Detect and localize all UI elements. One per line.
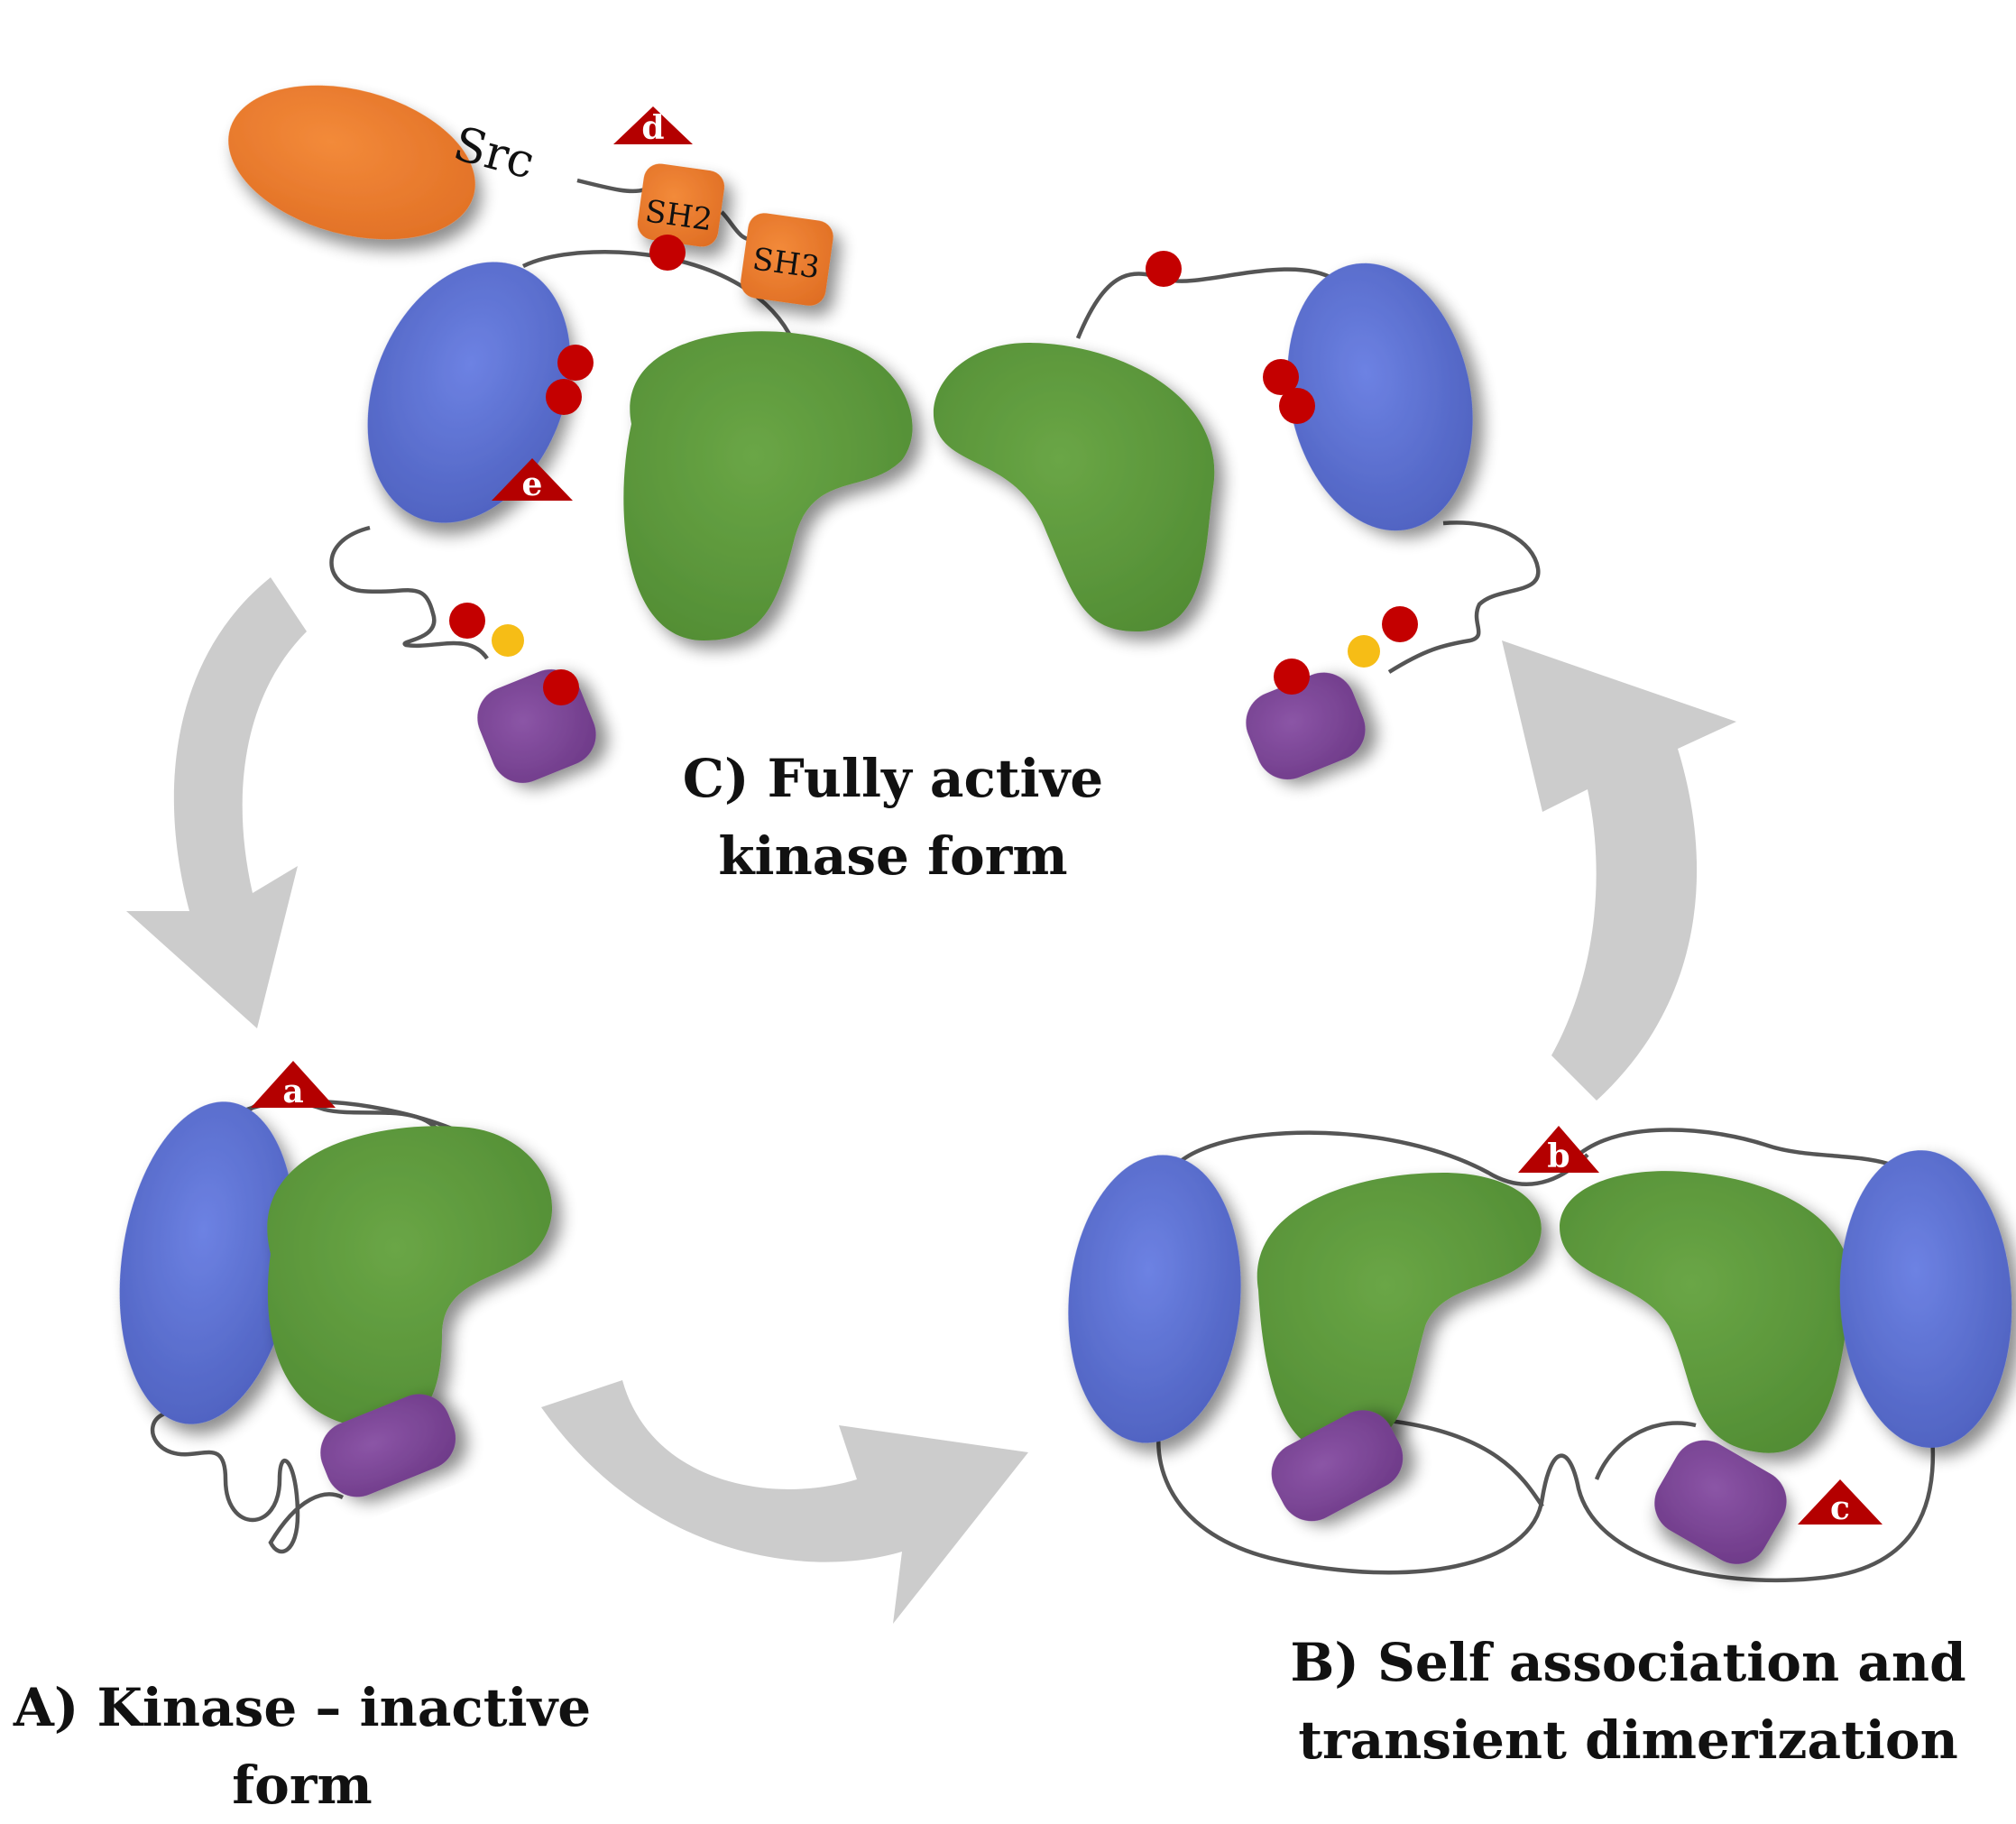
caption-b: B) Self association and transient dimeri… — [1245, 1624, 2011, 1779]
linker-b-bottom — [1156, 1396, 1936, 1583]
caption-a-line1: A) Kinase – inactive — [13, 1677, 592, 1738]
caption-c: C) Fully active kinase form — [613, 740, 1173, 895]
phospho-dots — [449, 235, 1418, 705]
green-domain-b-right — [1560, 1171, 1852, 1453]
marker-e — [492, 458, 573, 501]
linker-c-right-bottom — [1387, 520, 1541, 674]
src-domain — [228, 85, 475, 240]
yellow-dots — [492, 624, 1380, 668]
caption-c-line2: kinase form — [718, 825, 1068, 887]
marker-c-label: c — [1830, 1489, 1850, 1527]
dimer-group — [1068, 1150, 2012, 1564]
caption-b-line1: B) Self association and — [1290, 1632, 1966, 1693]
cycle-arrow-b-to-c — [1502, 640, 1736, 1101]
marker-d-label: d — [641, 109, 664, 147]
purple-domain-a — [320, 1394, 456, 1497]
green-domain-c-left — [623, 331, 913, 640]
marker-a-label: a — [282, 1073, 303, 1110]
marker-c — [1798, 1479, 1883, 1525]
linker-a-bottom — [150, 1409, 345, 1554]
sh2-domain — [637, 163, 725, 247]
sh3-domain — [741, 213, 833, 306]
cycle-arrow-a-to-b — [541, 1380, 1028, 1624]
blue-domain-c-left — [367, 262, 571, 523]
inactive-kinase-group — [119, 1101, 553, 1497]
linker-b-cross-left — [1388, 1418, 1544, 1508]
green-domain-a — [267, 1126, 553, 1431]
caption-b-line2: transient dimerization — [1298, 1709, 1958, 1771]
linker-b-top-left — [1165, 1130, 1589, 1186]
active-kinase-group — [228, 85, 1473, 783]
blue-domain-b-left — [1068, 1155, 1241, 1443]
cycle-arrow-c-to-a — [126, 577, 307, 1028]
marker-e-label: e — [522, 465, 543, 503]
marker-b-label: b — [1547, 1138, 1570, 1175]
green-domain-b-left — [1257, 1173, 1542, 1453]
purple-domain-b-right — [1654, 1440, 1787, 1564]
caption-a-line2: form — [232, 1755, 373, 1816]
linker-src-sh2 — [576, 178, 646, 194]
caption-c-line1: C) Fully active — [682, 748, 1104, 809]
caption-a: A) Kinase – inactive form — [0, 1669, 604, 1824]
blue-domain-a — [119, 1101, 296, 1424]
purple-domain-c-right — [1246, 672, 1366, 780]
blue-domain-b-right — [1839, 1150, 2012, 1448]
green-domain-c-right — [933, 343, 1215, 631]
site-markers — [251, 106, 1883, 1525]
marker-b — [1518, 1126, 1599, 1173]
marker-a — [251, 1061, 336, 1108]
blue-domain-c-right — [1287, 263, 1473, 531]
marker-d — [613, 106, 693, 144]
linker-b-cross-right — [1594, 1421, 1697, 1480]
purple-domain-c-left — [477, 669, 596, 783]
linker-c-left-bottom — [329, 525, 489, 660]
purple-domain-b-left — [1271, 1410, 1404, 1522]
